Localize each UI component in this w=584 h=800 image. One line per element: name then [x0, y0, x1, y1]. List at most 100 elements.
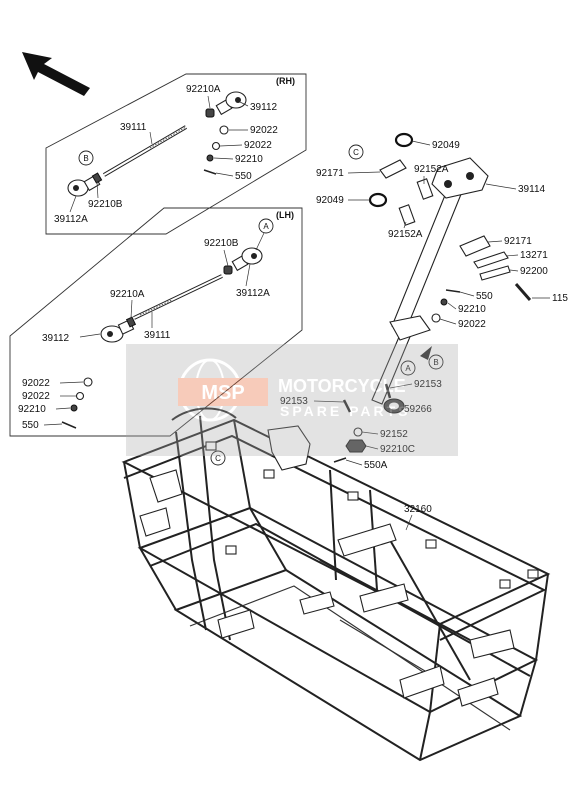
- frame-tab: [347, 491, 359, 501]
- label-92210C: 92210C: [380, 444, 415, 455]
- washer-92022-rh-a: [219, 125, 229, 135]
- frame-bracket-rear-a: [399, 665, 445, 699]
- label-550-lh: 550: [22, 420, 39, 431]
- label-92210-lh: 92210: [18, 404, 46, 415]
- label-92022-lh-b: 92022: [22, 391, 50, 402]
- label-92049-b: 92049: [316, 195, 344, 206]
- svg-text:C: C: [353, 148, 359, 157]
- frame-bracket-rear-c: [457, 677, 499, 707]
- label-92049-a: 92049: [432, 140, 460, 151]
- label-92210A-rh: 92210A: [186, 84, 221, 95]
- watermark-title: MOTORCYCLE: [278, 376, 406, 396]
- cotter-pin-550-steering: [445, 289, 461, 293]
- label-39114: 39114: [518, 184, 546, 195]
- washer-92022-lh-a: [83, 377, 93, 387]
- collar-92152A-a: [416, 178, 434, 200]
- tie-rod-lh-part: [133, 274, 223, 320]
- bolt-92153-a: [384, 383, 392, 399]
- frame-tab: [263, 469, 275, 479]
- tie-rod-end-rh-upper: [205, 91, 247, 118]
- callout-a-steering: [400, 360, 416, 376]
- label-39112-rh: 39112: [250, 102, 278, 113]
- group-label-lh: (LH): [276, 210, 294, 220]
- o-ring-92049-a: [394, 132, 414, 148]
- tie-rod-rh-box: [45, 73, 307, 235]
- label-92022-steering: 92022: [458, 319, 486, 330]
- tie-rod-rh-part: [102, 125, 188, 177]
- label-39112A-rh: 39112A: [54, 214, 88, 225]
- label-550A: 550A: [364, 460, 388, 471]
- label-92200: 92200: [520, 266, 548, 277]
- watermark-logo: MSP: [201, 382, 244, 404]
- clamp-92171-b: [459, 235, 491, 257]
- label-39112A-lh: 39112A: [236, 288, 270, 299]
- tie-rod-lh-group: (LH) A 92210B 39112A 92210A: [9, 207, 303, 437]
- frame-bracket-lower-mid: [299, 591, 335, 615]
- frame-bracket-lower-front: [217, 609, 255, 639]
- svg-text:B: B: [83, 154, 88, 163]
- svg-text:A: A: [405, 364, 411, 373]
- label-92152: 92152: [380, 429, 408, 440]
- tie-rod-end-lh-lower: [100, 316, 137, 343]
- steering-shaft-group: C A B 92049 92171 92152A 92049 39114 921…: [280, 132, 568, 471]
- direction-marker-icon: [420, 346, 432, 360]
- frame-crossplate-mid: [337, 523, 397, 557]
- label-92210-rh: 92210: [235, 154, 263, 165]
- label-92210A-lh: 92210A: [110, 289, 145, 300]
- tie-rod-end-lh-upper: [223, 247, 263, 275]
- label-92152A-b: 92152A: [388, 229, 423, 240]
- handlebar-holder: [431, 157, 489, 199]
- washer-92022-lh-b: [75, 391, 85, 401]
- shaft-plate-lower: [389, 315, 431, 341]
- main-frame-32160: C 32160: [121, 407, 551, 762]
- label-92022-rh-b: 92022: [244, 140, 272, 151]
- o-ring-92049-b: [368, 192, 388, 208]
- steering-shaft: [391, 177, 467, 331]
- front-direction-arrow-icon: [22, 52, 90, 96]
- collar-92152A-b: [398, 204, 416, 226]
- nut-92210C: [345, 439, 367, 453]
- label-39112-lh: 39112: [42, 333, 70, 344]
- callout-b-steering: [428, 354, 444, 370]
- label-92210B-lh: 92210B: [204, 238, 239, 249]
- tie-rod-end-rh-lower: [67, 172, 103, 197]
- frame-crossplate-low: [359, 583, 409, 613]
- watermark: MSP MOTORCYCLE SPARE PARTS: [126, 344, 458, 456]
- frame-bracket-front-b: [139, 507, 171, 537]
- cotter-pin-550A: [333, 457, 347, 463]
- label-92210B-rh: 92210B: [88, 199, 123, 210]
- label-92171-b: 92171: [504, 236, 532, 247]
- watermark-subtitle: SPARE PARTS: [280, 403, 411, 419]
- svg-text:B: B: [433, 358, 438, 367]
- nut-92210-rh: [206, 154, 214, 162]
- frame-tab: [205, 441, 217, 451]
- tie-rod-rh-group: (RH) B 92210A 3911: [45, 73, 307, 235]
- label-115: 115: [552, 293, 568, 304]
- label-92022-rh-a: 92022: [250, 125, 278, 136]
- tie-rod-lh-box: [9, 207, 303, 437]
- frame-tab: [225, 545, 237, 555]
- frame-bracket-steering: [267, 425, 311, 471]
- bolt-115: [514, 283, 532, 301]
- watermark-logo-badge: [178, 378, 268, 406]
- callout-b-rh: [78, 150, 94, 166]
- callout-c-frame: [210, 450, 226, 466]
- washer-92022-rh-b: [211, 141, 221, 151]
- label-92022-lh-a: 92022: [22, 378, 50, 389]
- label-550-rh: 550: [235, 171, 252, 182]
- washer-92022-steering: [431, 313, 441, 323]
- label-39111-rh: 39111: [120, 122, 147, 133]
- label-92152A-a: 92152A: [414, 164, 449, 175]
- label-92210-steering: 92210: [458, 304, 486, 315]
- label-32160: 32160: [404, 504, 432, 515]
- plate-13271: [473, 251, 509, 269]
- bolt-92153-b: [342, 399, 352, 413]
- washer-92200: [479, 265, 511, 281]
- svg-text:C: C: [215, 454, 221, 463]
- label-13271: 13271: [520, 250, 548, 261]
- watermark-globe-icon: [178, 358, 242, 422]
- callout-c-steering: [348, 144, 364, 160]
- frame-bracket-front-a: [149, 469, 183, 503]
- nut-92210-steering: [440, 298, 448, 306]
